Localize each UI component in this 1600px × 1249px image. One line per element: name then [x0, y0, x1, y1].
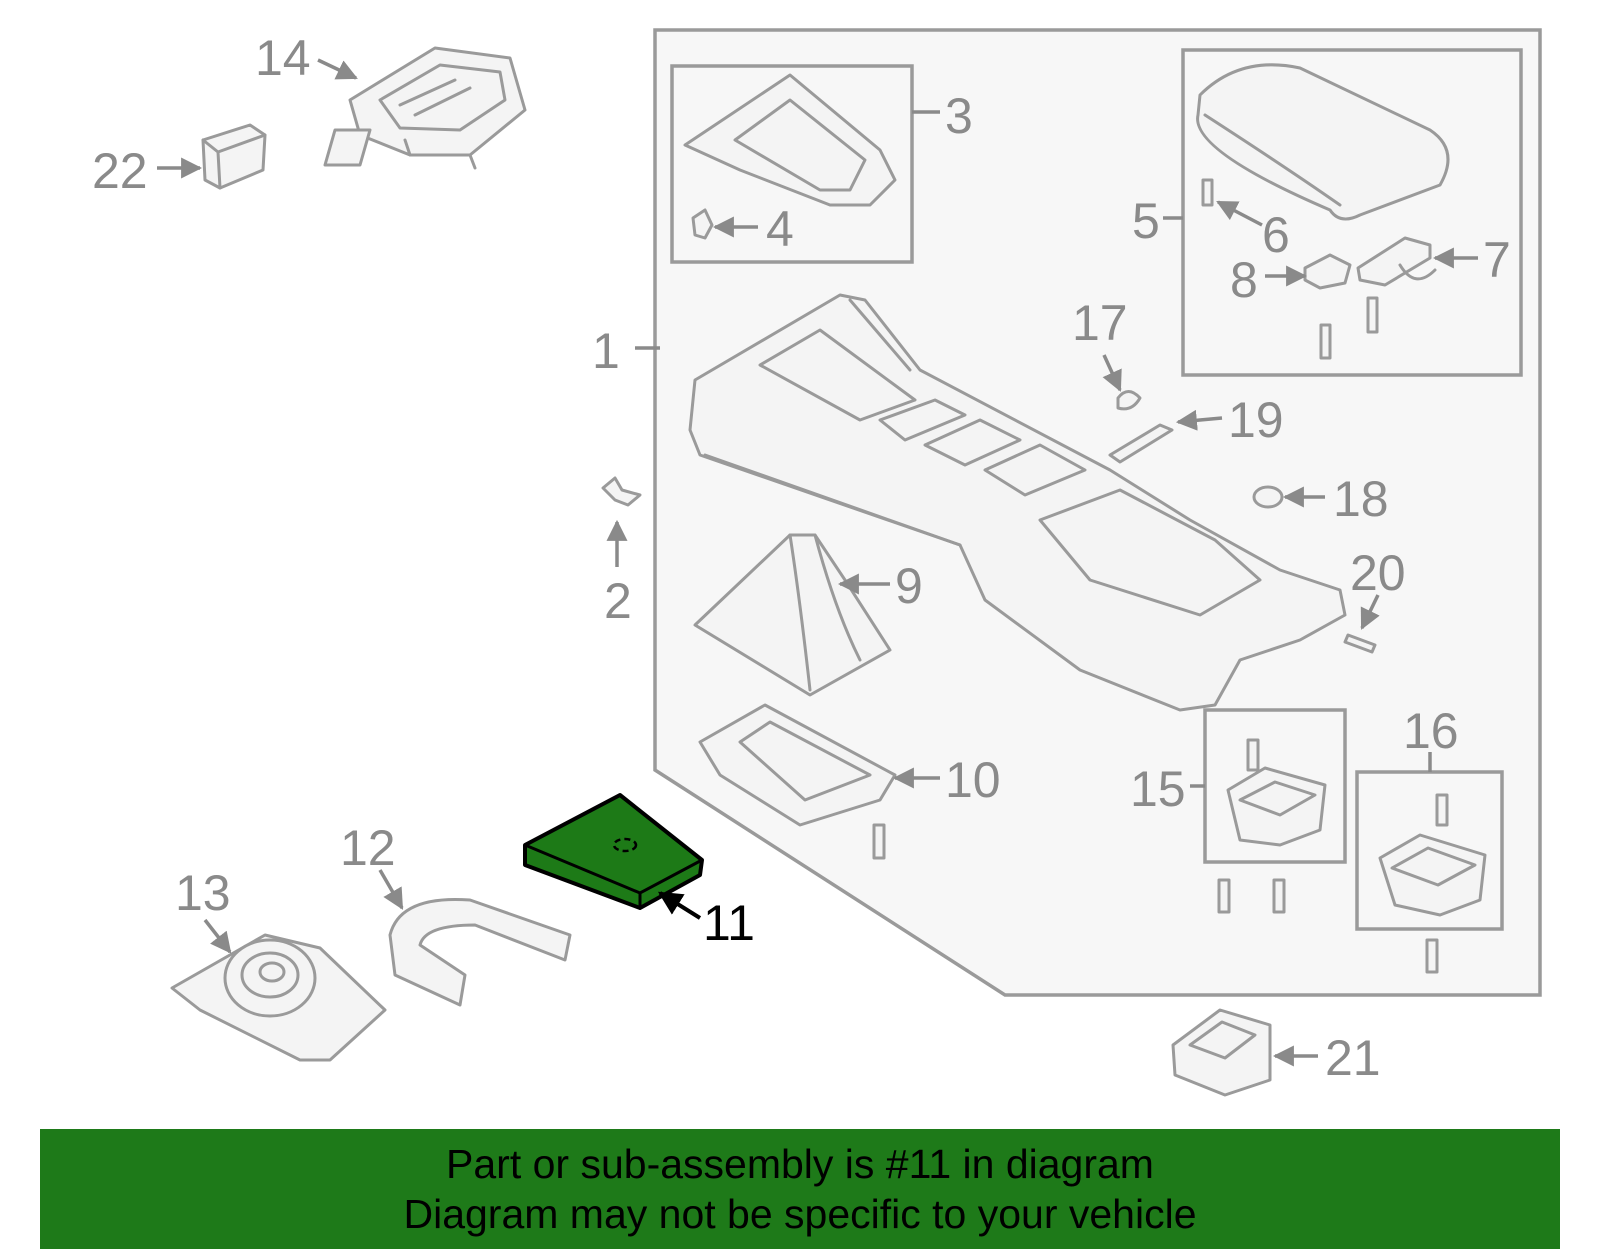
leader-12 [378, 869, 404, 910]
callout-12: 12 [340, 820, 396, 876]
callout-19: 19 [1228, 392, 1284, 448]
part-10-screw [872, 823, 886, 860]
part-3-bezel [683, 73, 897, 207]
callout-22: 22 [92, 143, 148, 199]
part-11-pad-highlighted [523, 793, 704, 910]
callout-7: 7 [1483, 232, 1511, 288]
part-16-bracket [1378, 833, 1487, 917]
callout-14: 14 [255, 30, 311, 86]
part-5-box [1181, 48, 1523, 377]
info-banner: Part or sub-assembly is #11 in diagram D… [40, 1129, 1560, 1249]
part-15-screw-b [1272, 878, 1286, 914]
part-1-console [688, 293, 1347, 712]
part-17-clip [1116, 390, 1142, 411]
leader-20 [1360, 594, 1380, 630]
part-6-screw [1201, 178, 1214, 207]
callout-3: 3 [945, 88, 973, 144]
callout-21: 21 [1325, 1030, 1381, 1086]
part-19-bracket [1108, 423, 1174, 464]
callout-11: 11 [703, 895, 755, 951]
part-3-box [670, 64, 914, 264]
part-5-screw-a [1319, 323, 1332, 360]
leader-14 [317, 58, 358, 80]
callout-2: 2 [604, 573, 632, 629]
callout-17: 17 [1072, 295, 1128, 351]
part-2-clip [601, 476, 642, 507]
leader-17 [1102, 354, 1122, 392]
part-7-latch [1356, 236, 1437, 287]
part-5-armrest [1196, 63, 1450, 221]
part-15-screw-top [1246, 738, 1260, 772]
part-16-screw-bottom [1425, 938, 1439, 974]
callout-10: 10 [945, 752, 1001, 808]
part-4-clip [691, 208, 714, 240]
callout-18: 18 [1333, 471, 1389, 527]
leader-19 [1175, 409, 1223, 431]
part-22-cap [201, 123, 267, 190]
callout-4: 4 [766, 201, 794, 257]
callout-5: 5 [1132, 193, 1160, 249]
banner-line-1: Part or sub-assembly is #11 in diagram [446, 1141, 1154, 1187]
part-14-shift-plate [323, 46, 527, 170]
callout-13: 13 [175, 865, 231, 921]
part-16-screw-top [1435, 793, 1449, 827]
banner-line-2: Diagram may not be specific to your vehi… [403, 1191, 1197, 1237]
part-20-pin [1343, 633, 1377, 654]
callout-15: 15 [1130, 761, 1186, 817]
callout-20: 20 [1350, 545, 1406, 601]
leader-11 [657, 891, 702, 920]
leader-6 [1216, 200, 1263, 227]
callout-1: 1 [592, 323, 620, 379]
callout-6: 6 [1262, 207, 1290, 263]
part-13-speaker [170, 933, 387, 1062]
callout-9: 9 [895, 558, 923, 614]
part-12-pad [388, 897, 572, 1007]
part-18-grommet [1252, 485, 1284, 509]
part-15-screw-a [1217, 878, 1231, 914]
callout-8: 8 [1230, 252, 1258, 308]
part-10-frame [698, 703, 897, 827]
leader-13 [203, 918, 232, 954]
callout-16: 16 [1403, 703, 1459, 759]
part-21-cupholder [1171, 1008, 1272, 1097]
part-15-bracket [1226, 766, 1327, 847]
part-5-screw-b [1366, 296, 1379, 334]
